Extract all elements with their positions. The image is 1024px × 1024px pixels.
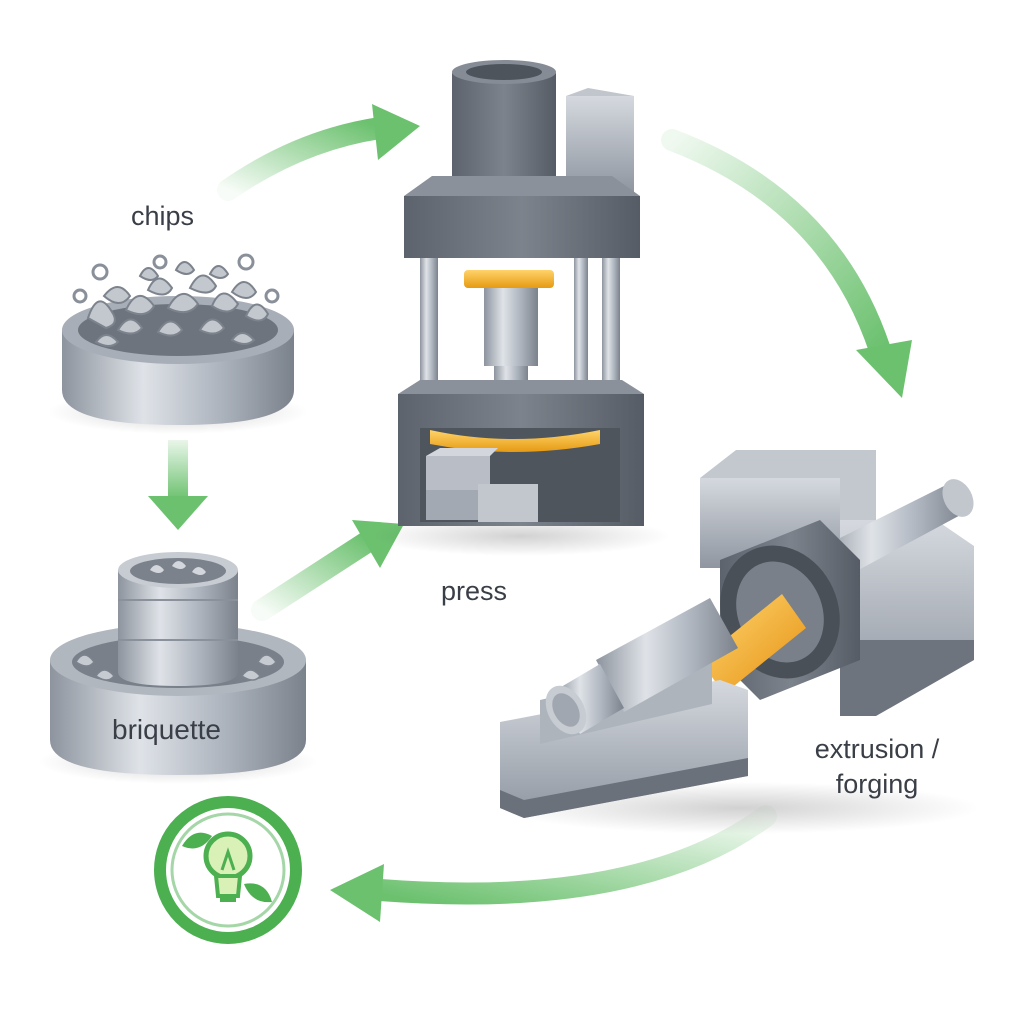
arrow-chips-to-press [217, 104, 420, 201]
extrusion-machine [500, 450, 980, 834]
hydraulic-press [370, 60, 670, 556]
arrow-press-to-extrusion [661, 129, 912, 398]
label-press: press [441, 576, 508, 606]
chips-bowl [48, 253, 308, 434]
metal-chips [86, 261, 270, 347]
recycle-bulb-icon [154, 796, 302, 944]
arrow-chips-to-briquette [148, 440, 208, 530]
briquette [38, 552, 318, 784]
label-chips: chips [131, 201, 195, 231]
label-briquette: briquette [112, 714, 221, 745]
label-extrusion-forging: extrusion / forging [792, 732, 962, 801]
flow-arrows [148, 104, 912, 922]
arrow-extrusion-to-product [330, 805, 777, 922]
label-extrusion-line1: extrusion / [814, 734, 940, 764]
label-extrusion-line2: forging [835, 768, 919, 799]
